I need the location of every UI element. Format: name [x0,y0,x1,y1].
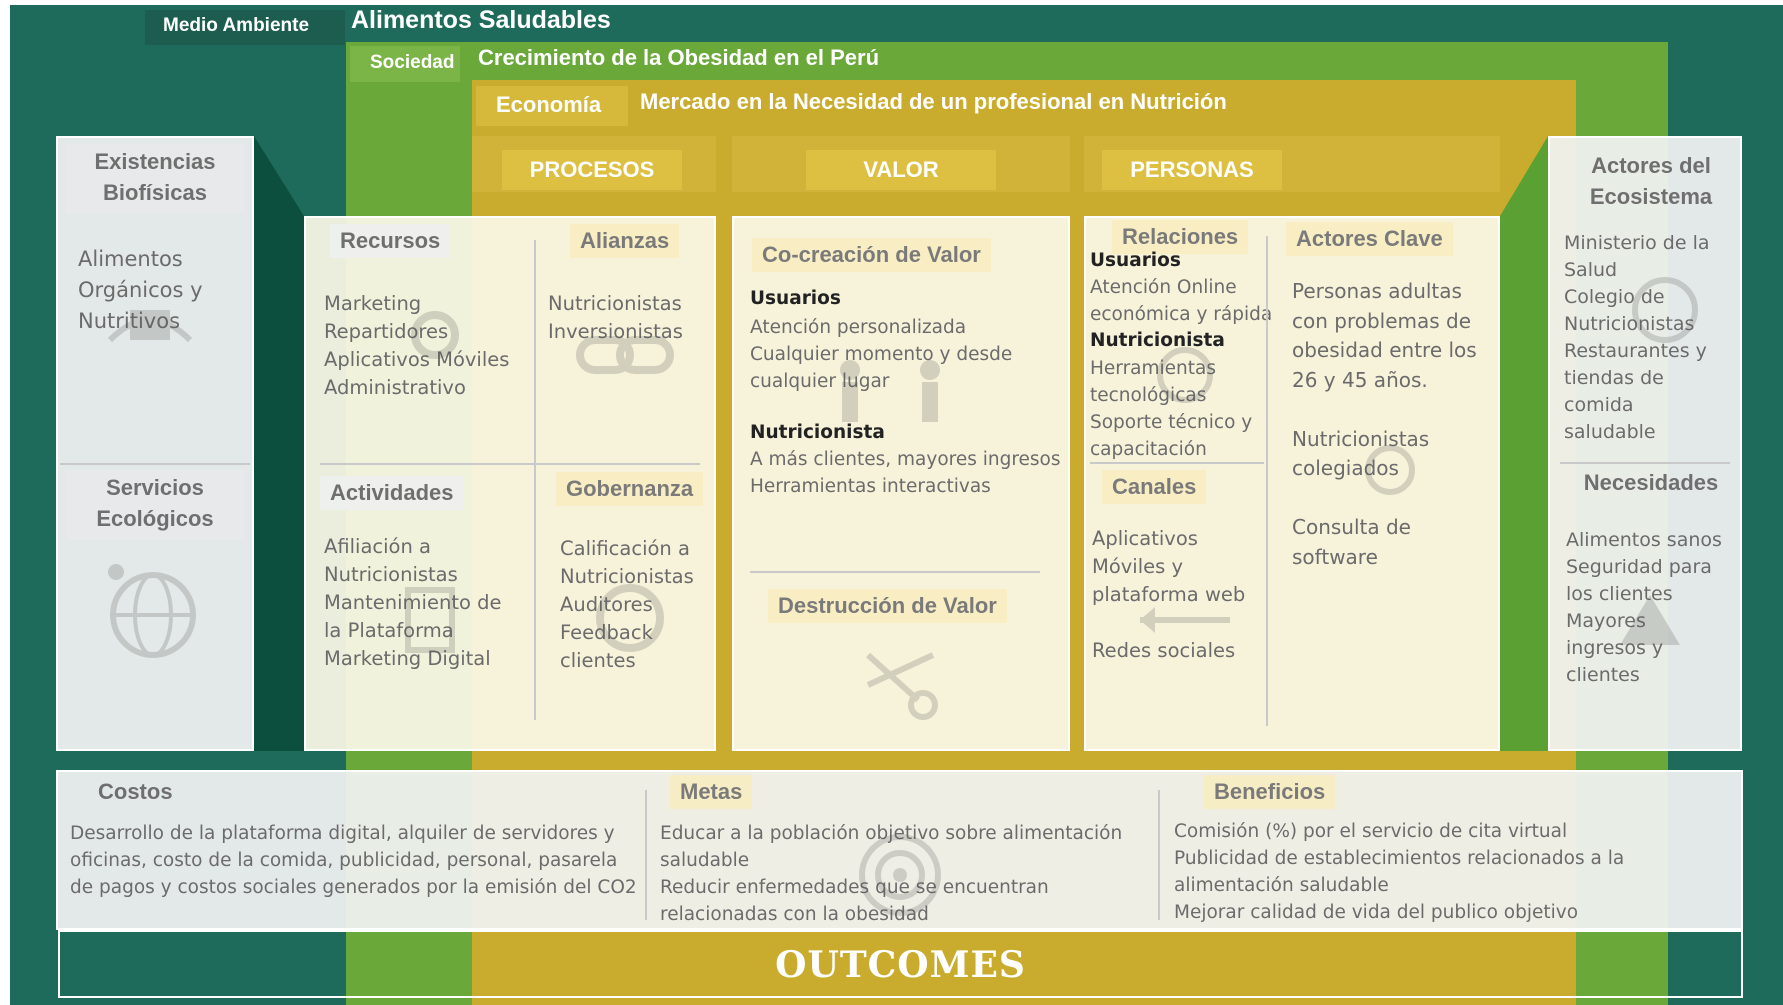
gear-icon [411,311,459,359]
world-icon [1632,277,1698,343]
recycle-icon [107,310,193,343]
scissors-icon [865,652,938,720]
relaciones-title: Relaciones [1112,220,1249,254]
personas-vdivider [1266,236,1268,726]
left-column [56,136,254,751]
metas-body: Educar a la población objetivo sobre ali… [660,823,1123,925]
cocreacion-usuarios-label: Usuarios [750,288,841,309]
network-icon [1157,347,1213,403]
gobernanza-body: Calificación a Nutricionistas Auditores … [560,537,694,672]
document-icon [405,587,455,653]
canales-body: Aplicativos Móviles y plataforma web Red… [1092,527,1246,662]
procesos-header: PROCESOS [502,150,682,190]
relaciones-usuarios-label: Usuarios [1090,250,1181,271]
left-trapezoid [254,136,304,751]
economy-title: Mercado en la Necesidad de un profesiona… [640,89,1227,114]
recursos-body: Marketing Repartidores Aplicativos Móvil… [324,292,510,399]
arrows-icon [1140,607,1230,633]
destruccion-title: Destrucción de Valor [768,589,1007,623]
outcomes-title: OUTCOMES [775,944,1026,986]
link-icon [576,336,674,374]
valor-panel [732,216,1070,751]
right-column [1548,136,1742,751]
coins-icon [1365,445,1415,495]
group-icon [840,360,940,422]
bottom-divider-1 [645,790,647,920]
alianzas-body: Nutricionistas Inversionistas [548,292,683,343]
cocreacion-nutri-body: A más clientes, mayores ingresos Herrami… [750,449,1061,497]
handshake-icon [596,584,664,652]
actores-clave-title: Actores Clave [1286,222,1453,256]
beneficios-body: Comisión (%) por el servicio de cita vir… [1174,821,1625,923]
alianzas-title: Alianzas [570,224,680,258]
globe-icon [108,564,196,658]
canales-title: Canales [1102,470,1207,504]
economy-label: Economía [476,86,628,126]
costos-title: Costos [98,779,173,804]
procesos-hdivider [320,463,700,465]
actividades-title: Actividades [320,476,464,510]
society-title: Crecimiento de la Obesidad en el Perú [478,45,880,70]
environment-label: Medio Ambiente [145,10,345,45]
necesidades-body: Alimentos sanos Seguridad para los clien… [1566,529,1722,686]
beneficios-title: Beneficios [1204,775,1336,809]
cocreacion-usuarios-body: Atención personalizada Cualquier momento… [750,317,1013,392]
procesos-vdivider [534,240,536,720]
right-divider [1560,462,1730,464]
actividades-body: Afiliación a Nutricionistas Mantenimient… [324,535,502,670]
society-label: Sociedad [350,46,460,82]
relaciones-nutri-label: Nutricionista [1090,330,1225,351]
metas-title: Metas [670,775,753,809]
target-icon [859,834,941,916]
cocreacion-nutri-label: Nutricionista [750,422,885,443]
relaciones-nutri-body: Herramientas tecnológicas Soporte técnic… [1090,358,1253,460]
valor-divider [750,571,1040,573]
bottom-panel [56,770,1743,930]
cocreacion-title: Co-creación de Valor [752,238,991,272]
outcomes-bar [58,930,1743,998]
environment-title: Alimentos Saludables [351,6,611,34]
left-divider [60,463,250,465]
servicios-title: Servicios Ecológicos [66,470,244,540]
pyramid-icon [1620,595,1680,645]
gobernanza-title: Gobernanza [556,472,704,506]
personas-hdivider [1090,462,1264,464]
actores-title: Actores del Ecosistema [1589,153,1713,209]
personas-header: PERSONAS [1102,150,1282,190]
right-trapezoid [1500,136,1548,751]
actores-body: Ministerio de la Salud Colegio de Nutric… [1564,232,1710,443]
valor-header: VALOR [806,150,996,190]
existencias-body: Alimentos Orgánicos y Nutritivos [78,247,203,333]
existencias-title: Existencias Biofísicas [66,144,244,214]
actores-clave-body: Personas adultas con problemas de obesid… [1292,279,1477,569]
bottom-divider-2 [1158,790,1160,920]
relaciones-usuarios-body: Atención Online económica y rápida [1090,277,1273,325]
costos-body: Desarrollo de la plataforma digital, alq… [70,823,637,898]
recursos-title: Recursos [330,224,451,258]
necesidades-title: Necesidades [1583,470,1719,495]
